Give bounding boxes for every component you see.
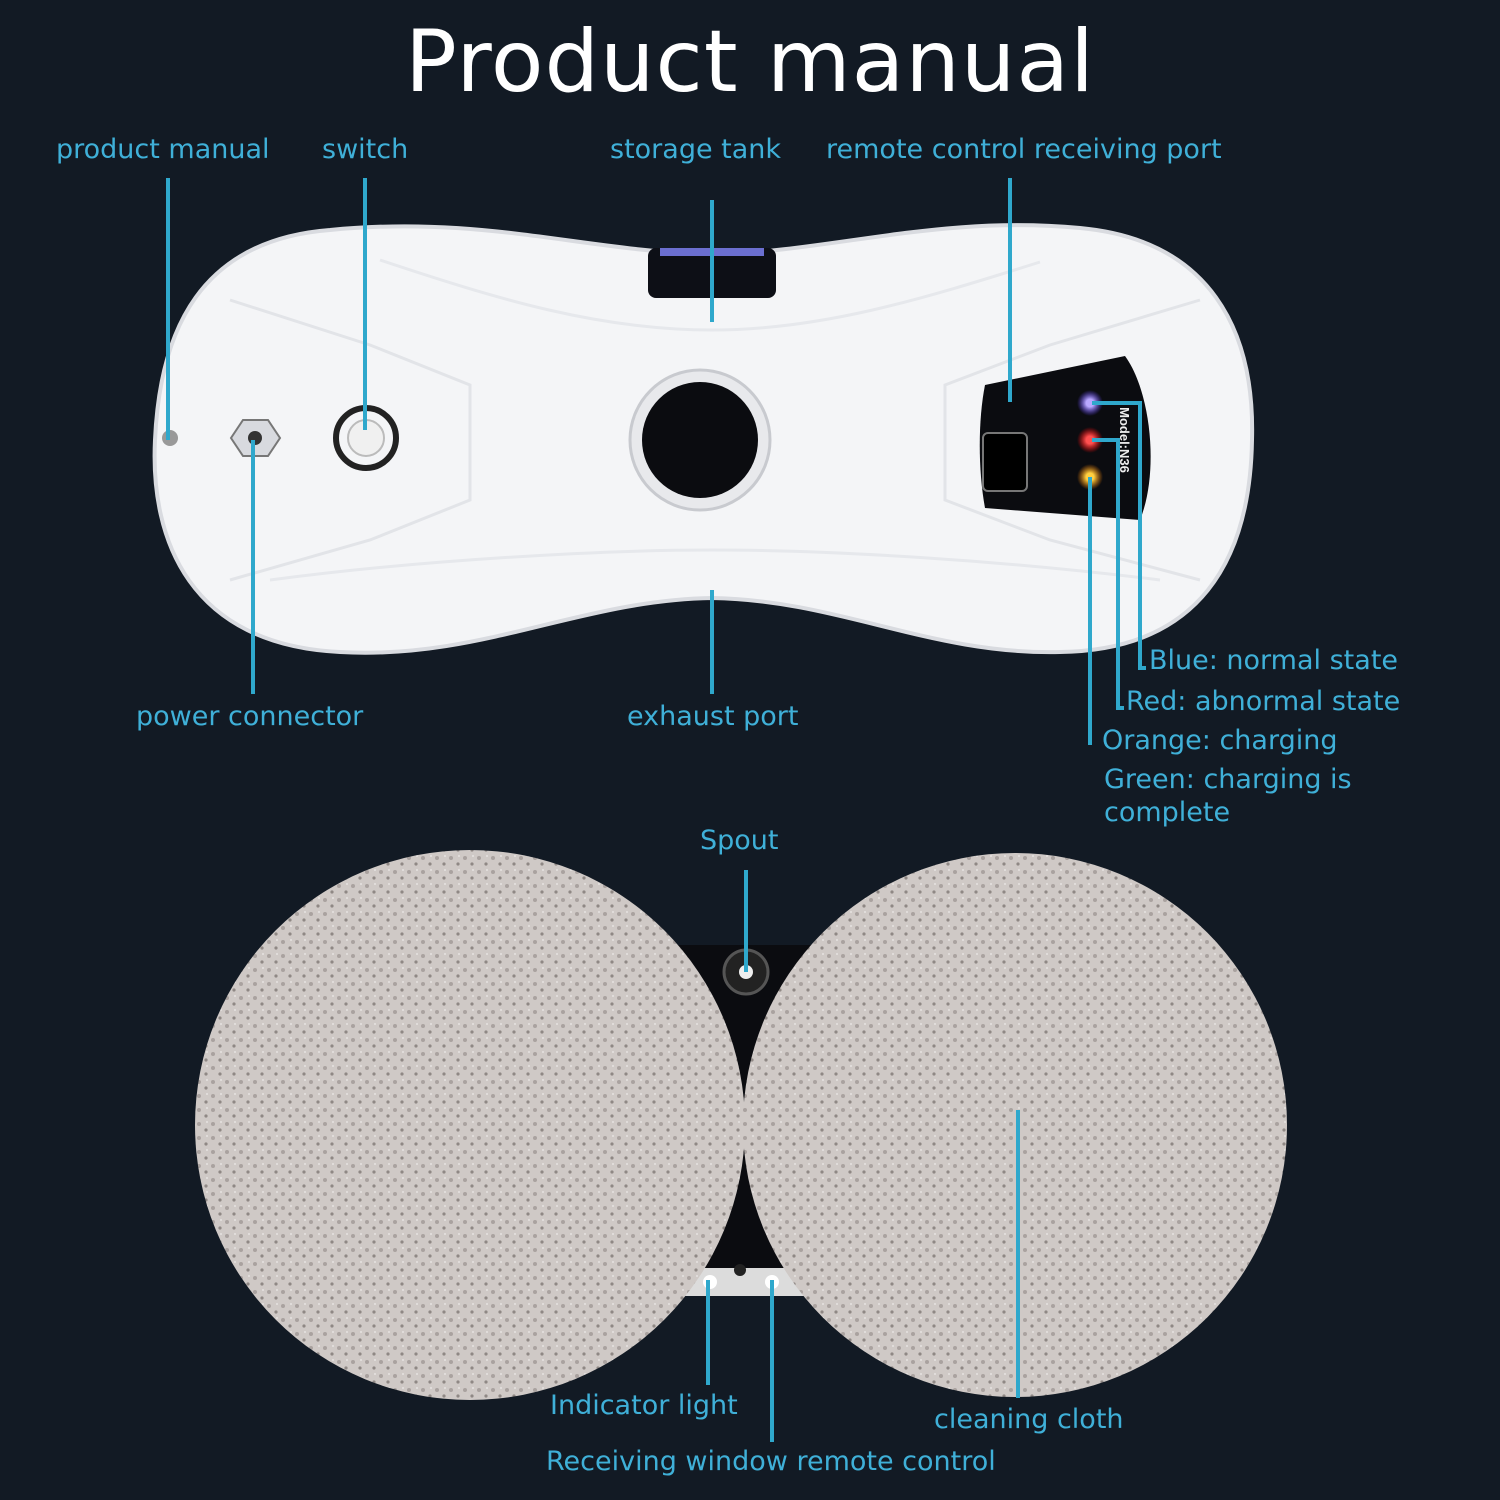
cleaning-cloth-right	[743, 853, 1287, 1397]
label-remote-port: remote control receiving port	[826, 134, 1222, 165]
cleaning-cloth-left	[195, 850, 745, 1400]
label-cleaning-cloth: cleaning cloth	[934, 1404, 1124, 1435]
led-blue-icon	[1077, 390, 1103, 416]
label-spout: Spout	[700, 825, 779, 856]
label-storage-tank: storage tank	[610, 134, 782, 165]
label-switch: switch	[322, 134, 409, 165]
label-exhaust-port: exhaust port	[627, 701, 799, 732]
label-blue-state: Blue: normal state	[1149, 645, 1399, 676]
label-power-connector: power connector	[136, 701, 364, 732]
model-label: Model:N36	[1117, 407, 1132, 473]
page-title: Product manual	[405, 12, 1095, 112]
label-receiving-window: Receiving window remote control	[546, 1446, 996, 1477]
label-red-state: Red: abnormal state	[1126, 686, 1401, 717]
leader-lines	[166, 178, 1146, 1442]
label-indicator-light: Indicator light	[550, 1390, 738, 1421]
label-green-state: Green: charging is	[1104, 764, 1352, 795]
exhaust-fan	[642, 382, 758, 498]
label-orange-state: Orange: charging	[1102, 725, 1338, 756]
led-red-icon	[1077, 427, 1103, 453]
robot-bottom-view	[195, 850, 1287, 1400]
label-green-state-cont: complete	[1104, 797, 1231, 828]
robot-top-view: Model:N36	[152, 223, 1255, 655]
label-product-manual: product manual	[56, 134, 270, 165]
